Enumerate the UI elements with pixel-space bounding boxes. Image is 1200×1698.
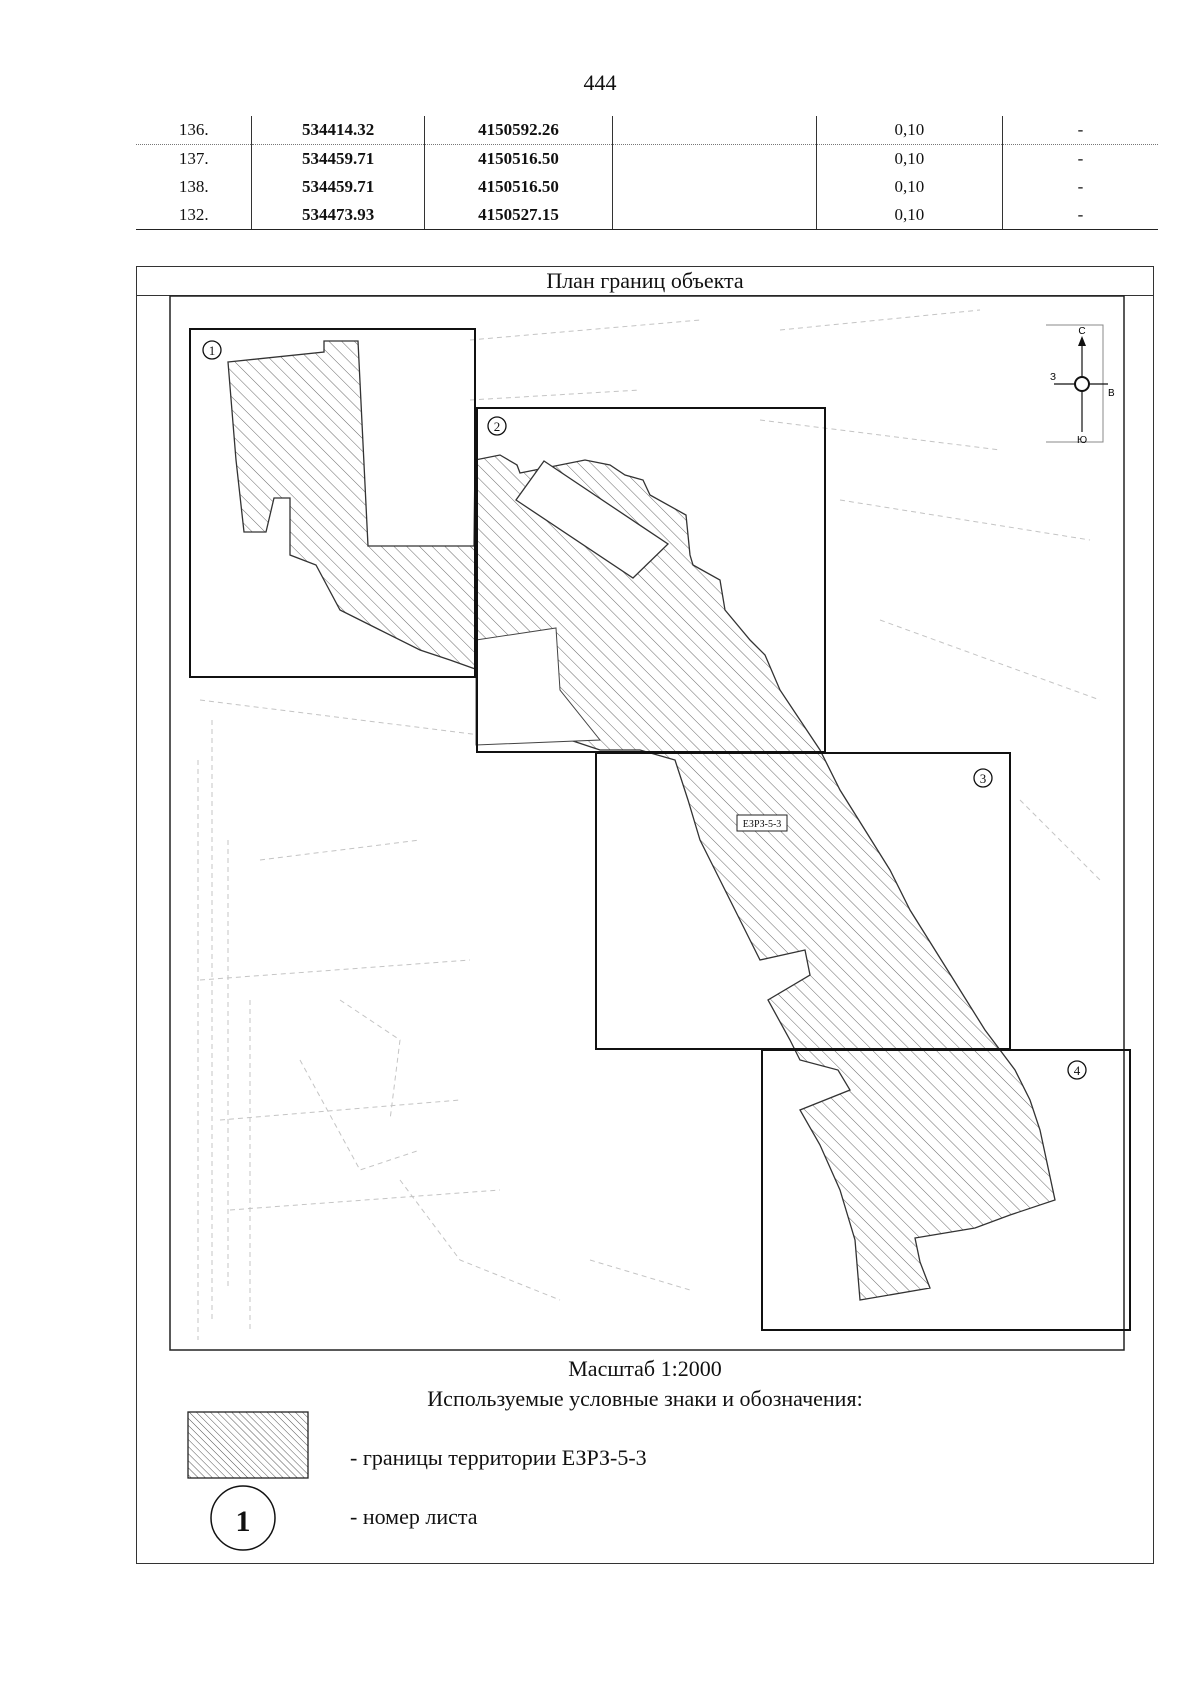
sheet-number-3: 3 [980,771,987,786]
sheet-number-1: 1 [209,343,216,358]
north-arrow-icon [1078,336,1086,346]
note: - [1002,201,1158,230]
sheet-number-circle-4 [1067,1060,1087,1080]
table-row: 132. 534473.93 4150527.15 0,10 - [136,201,1158,230]
excluded-area [515,460,670,579]
point-number: 136. [136,116,253,145]
point-number: 138. [136,173,253,201]
coordinate-y: 4150527.15 [424,201,614,230]
accuracy: 0,10 [816,116,1003,145]
legend-hatch-swatch [187,1411,309,1479]
note: - [1077,149,1084,168]
legend-sheet-circle-icon [210,1485,276,1551]
compass-south: Ю [1077,435,1087,446]
coordinate-x: 534459.71 [251,144,425,173]
map-scale: Масштаб 1:2000 [568,1356,722,1381]
note: - [1002,116,1158,145]
sheet-markers: 1 2 3 4 [202,340,1087,1080]
empty-cell [612,201,817,230]
sheet-frame-4 [761,1049,1131,1331]
accuracy: 0,10 [816,144,1003,173]
empty-cell [612,116,817,145]
legend-sheet-symbol: 1 [236,1505,251,1538]
legend-title: Используемые условные знаки и обозначени… [427,1386,863,1411]
compass-center [1074,376,1090,392]
sheet-number-4: 4 [1074,1063,1081,1078]
legend-hatch-description: - границы территории ЕЗРЗ-5-3 [350,1445,647,1470]
accuracy: 0,10 [816,173,1003,201]
compass-west: З [1050,372,1056,383]
compass-east: В [1108,388,1115,399]
compass-rose: С Ю В З [1046,324,1115,446]
sheet-number-circle-2 [487,416,507,436]
compass-north: С [1078,326,1085,337]
coordinate-y: 4150516.50 [424,144,614,173]
sheet-frames [189,328,1131,1331]
empty-cell [612,173,817,201]
page-number: 444 [583,70,617,95]
zone-label-box [736,814,788,832]
coordinate-x: 534414.32 [251,116,425,145]
sheet-number-circle-1 [202,340,222,360]
plan-frame [136,266,1154,1564]
legend-sheet-description: - номер листа [350,1504,478,1529]
sheet-number-2: 2 [494,419,501,434]
coordinate-y: 4150592.26 [424,116,614,145]
sheet-number-circle-3 [973,768,993,788]
empty-cell [612,144,817,173]
sheet-frame-1 [189,328,476,678]
background-cadastral-lines [197,309,1101,1340]
accuracy: 0,10 [816,201,1003,230]
note: - [1077,177,1084,196]
map-frame [169,295,1125,1351]
table-row: 137. 534459.71 4150516.50 0,10 - [136,144,1158,173]
coordinate-x: 534459.71 [251,173,425,201]
table-row: 138. 534459.71 4150516.50 0,10 - [136,173,1158,201]
coordinate-x: 534473.93 [251,201,425,230]
point-number: 132. [136,201,253,230]
coordinate-y: 4150516.50 [424,173,614,201]
table-row: 136. 534414.32 4150592.26 0,10 - [136,116,1158,145]
coordinate-table: 136. 534414.32 4150592.26 0,10 - 137. 53… [136,116,1158,230]
point-number: 137. [136,144,253,173]
zone-label: ЕЗРЗ-5-3 [743,819,782,830]
